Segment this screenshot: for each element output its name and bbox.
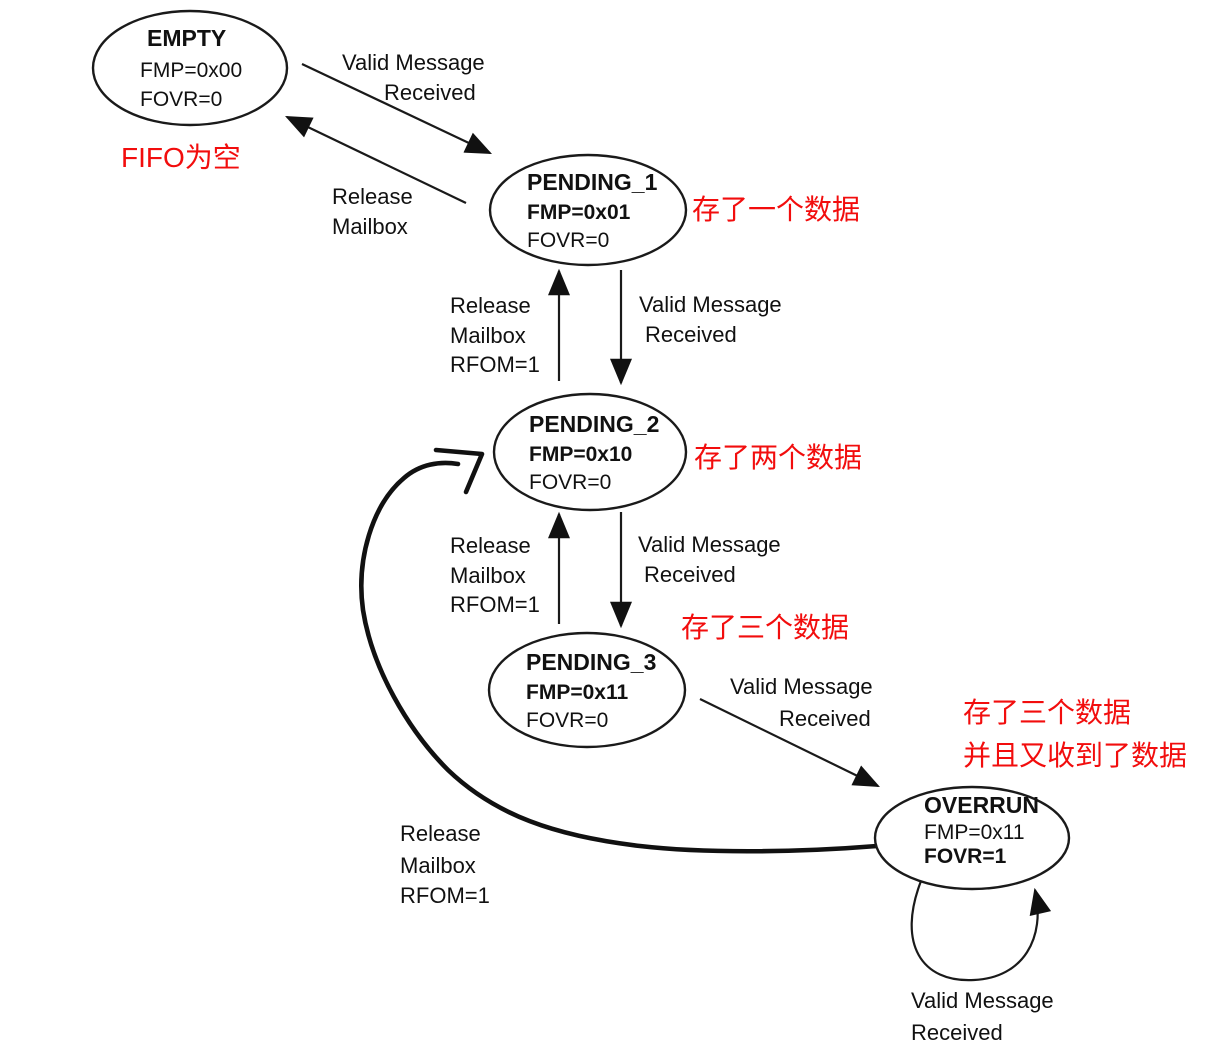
annotation-two-items: 存了两个数据 bbox=[694, 442, 862, 473]
edge-pending1-to-empty bbox=[285, 116, 467, 204]
state-pending2-fmp: FMP=0x10 bbox=[529, 443, 632, 466]
label-valid-overrun-2: Received bbox=[779, 706, 871, 731]
label-valid-overrun-1: Valid Message bbox=[730, 674, 873, 699]
state-empty-name: EMPTY bbox=[147, 25, 226, 51]
state-pending3-name: PENDING_3 bbox=[526, 649, 656, 675]
label-valid-mid1-2: Received bbox=[645, 322, 737, 347]
state-pending2-name: PENDING_2 bbox=[529, 411, 659, 437]
label-valid-top-1: Valid Message bbox=[342, 50, 485, 75]
label-release-curve-1: Release bbox=[400, 821, 481, 846]
state-pending3-fovr: FOVR=0 bbox=[526, 709, 608, 732]
state-pending1-fmp: FMP=0x01 bbox=[527, 201, 631, 224]
annotation-overrun-line1: 存了三个数据 bbox=[963, 697, 1131, 728]
label-release-mid1-1: Release bbox=[450, 293, 531, 318]
label-release-top-1: Release bbox=[332, 184, 413, 209]
edge-pending3-to-overrun bbox=[699, 698, 880, 787]
state-overrun-ellipse bbox=[873, 785, 1071, 891]
annotation-overrun-line2: 并且又收到了数据 bbox=[963, 740, 1187, 771]
label-release-mid1-3: RFOM=1 bbox=[450, 352, 540, 377]
edge-empty-to-pending1 bbox=[301, 63, 492, 154]
state-pending1-ellipse bbox=[488, 153, 688, 267]
label-valid-loop-2: Received bbox=[911, 1020, 1003, 1043]
label-valid-mid2-2: Received bbox=[644, 562, 736, 587]
state-empty-fovr: FOVR=0 bbox=[140, 88, 222, 111]
annotation-three-items: 存了三个数据 bbox=[681, 612, 849, 643]
label-release-mid1-2: Mailbox bbox=[450, 323, 526, 348]
label-release-curve-3: RFOM=1 bbox=[400, 883, 490, 908]
label-release-top-2: Mailbox bbox=[332, 214, 408, 239]
state-overrun-name: OVERRUN bbox=[924, 792, 1039, 818]
label-valid-mid1-1: Valid Message bbox=[639, 292, 782, 317]
edge-overrun-to-pending2-curve bbox=[359, 460, 880, 854]
annotation-fifo-empty: FIFO为空 bbox=[121, 142, 241, 173]
label-valid-mid2-1: Valid Message bbox=[638, 532, 781, 557]
label-release-curve-2: Mailbox bbox=[400, 853, 476, 878]
label-valid-loop-1: Valid Message bbox=[911, 988, 1054, 1013]
state-pending1-fovr: FOVR=0 bbox=[527, 229, 609, 252]
label-release-mid2-3: RFOM=1 bbox=[450, 592, 540, 617]
state-pending2-ellipse bbox=[492, 392, 688, 512]
label-release-mid2-2: Mailbox bbox=[450, 563, 526, 588]
state-empty-ellipse bbox=[91, 9, 289, 127]
state-pending3-ellipse bbox=[487, 631, 687, 749]
state-pending3-fmp: FMP=0x11 bbox=[526, 681, 628, 704]
edge-overrun-to-pending2-arrowhead bbox=[433, 447, 485, 495]
annotation-one-item: 存了一个数据 bbox=[692, 194, 860, 225]
label-release-mid2-1: Release bbox=[450, 533, 531, 558]
state-overrun-fmp: FMP=0x11 bbox=[924, 821, 1025, 844]
state-pending2-fovr: FOVR=0 bbox=[529, 471, 611, 494]
state-pending1-name: PENDING_1 bbox=[527, 169, 658, 195]
label-valid-top-2: Received bbox=[384, 80, 476, 105]
state-overrun-fovr: FOVR=1 bbox=[924, 845, 1007, 868]
edge-overrun-self-loop bbox=[910, 880, 1052, 982]
state-empty-fmp: FMP=0x00 bbox=[140, 59, 242, 82]
